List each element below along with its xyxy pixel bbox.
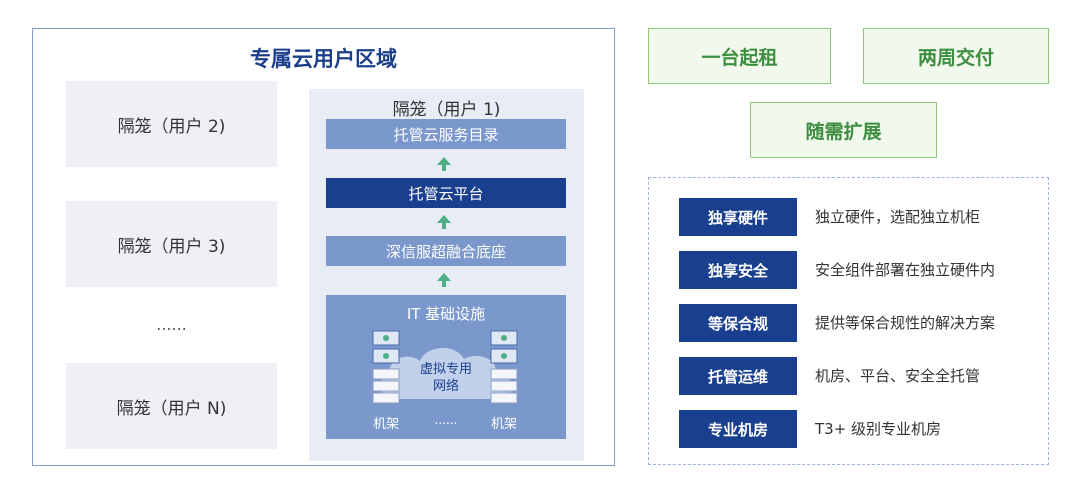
server-rack-icon xyxy=(372,330,400,404)
feature-row: 独享硬件 独立硬件，选配独立机柜 xyxy=(679,198,1024,236)
dedicated-features-panel: 独享硬件 独立硬件，选配独立机柜 独享安全 安全组件部署在独立硬件内 等保合规 … xyxy=(648,177,1049,465)
feature-row: 独享安全 安全组件部署在独立硬件内 xyxy=(679,251,1024,289)
layer-managed-cloud-platform: 托管云平台 xyxy=(326,178,566,208)
row-desc: 独立硬件，选配独立机柜 xyxy=(815,208,981,226)
cage-user-1: 隔笼（用户 1) 托管云服务目录 托管云平台 深信服超融合底座 IT 基础设施 … xyxy=(309,89,584,461)
row-label-compliance: 等保合规 xyxy=(679,304,797,342)
feature-two-week-delivery: 两周交付 xyxy=(863,28,1049,84)
it-infrastructure-title: IT 基础设施 xyxy=(406,305,486,323)
it-infrastructure: IT 基础设施 虚拟专用 网络 xyxy=(326,295,566,439)
arrow-stem xyxy=(442,165,446,171)
feature-row: 等保合规 提供等保合规性的解决方案 xyxy=(679,304,1024,342)
row-desc: 机房、平台、安全全托管 xyxy=(815,367,981,385)
cages-ellipsis: ...... xyxy=(156,315,187,334)
virtual-private-network-label: 虚拟专用 网络 xyxy=(419,362,472,394)
cage-user-2: 隔笼（用户 2) xyxy=(66,81,277,167)
arrow-up-icon xyxy=(437,273,451,281)
racks-ellipsis: ...... xyxy=(434,413,458,427)
row-label-dedicated-security: 独享安全 xyxy=(679,251,797,289)
rack-label-left: 机架 xyxy=(372,417,399,432)
server-rack-icon xyxy=(490,330,518,404)
rack-label-right: 机架 xyxy=(490,417,517,432)
arrow-stem xyxy=(442,281,446,287)
arrow-up-icon xyxy=(437,157,451,165)
row-desc: 提供等保合规性的解决方案 xyxy=(815,314,996,332)
cage-user-1-title: 隔笼（用户 1) xyxy=(392,100,501,120)
layer-hci-base: 深信服超融合底座 xyxy=(326,236,566,266)
feature-on-demand-scaling: 随需扩展 xyxy=(750,102,937,158)
arrow-up-icon xyxy=(437,215,451,223)
feature-one-unit-rental: 一台起租 xyxy=(648,28,831,84)
row-desc: 安全组件部署在独立硬件内 xyxy=(815,261,996,279)
row-label-managed-ops: 托管运维 xyxy=(679,357,797,395)
row-label-professional-datacenter: 专业机房 xyxy=(679,410,797,448)
region-title: 专属云用户区域 xyxy=(250,47,397,71)
feature-row: 托管运维 机房、平台、安全全托管 xyxy=(679,357,1024,395)
layer-managed-cloud-catalog: 托管云服务目录 xyxy=(326,119,566,149)
row-desc: T3+ 级别专业机房 xyxy=(815,420,942,438)
dedicated-cloud-user-region: 专属云用户区域 隔笼（用户 2) 隔笼（用户 3) ...... 隔笼（用户 N… xyxy=(32,28,615,466)
row-label-dedicated-hardware: 独享硬件 xyxy=(679,198,797,236)
cage-user-n: 隔笼（用户 N) xyxy=(66,363,277,449)
cage-user-3: 隔笼（用户 3) xyxy=(66,201,277,287)
feature-row: 专业机房 T3+ 级别专业机房 xyxy=(679,410,1024,448)
cloud-icon xyxy=(380,347,513,399)
arrow-stem xyxy=(442,223,446,229)
